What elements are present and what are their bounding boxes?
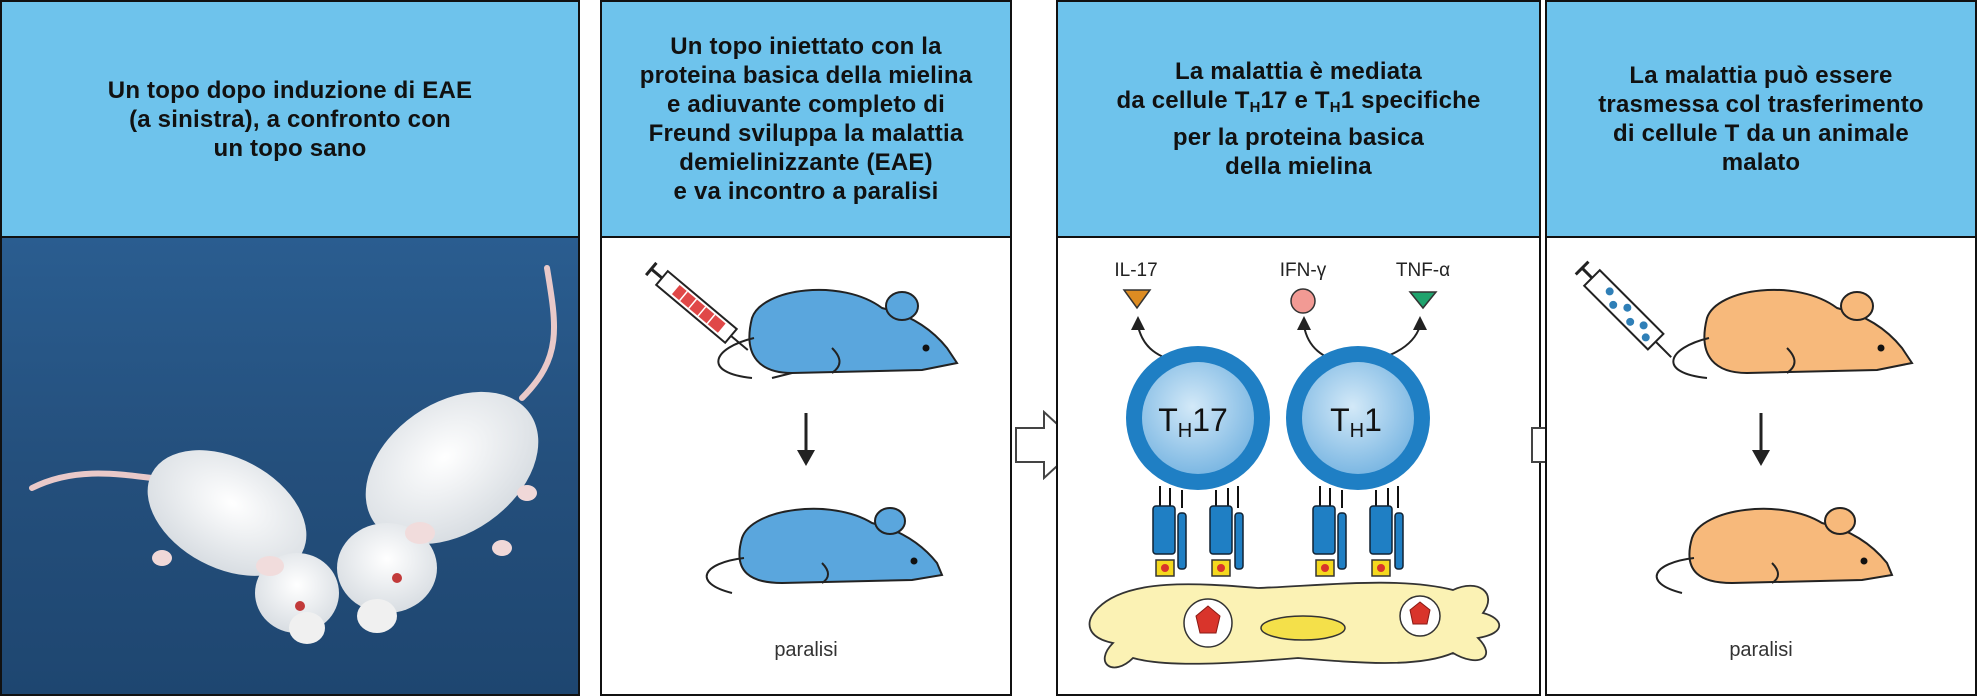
panel-transfer-title: La malattia può essere trasmessa col tra…	[1598, 62, 1924, 176]
panel-injection: Un topo iniettato con la proteina basica…	[600, 0, 1012, 696]
cytokine-il17-label: IL-17	[1114, 260, 1157, 281]
down-arrow-icon	[797, 413, 815, 466]
panel-photo-title: Un topo dopo induzione di EAE (a sinistr…	[107, 76, 473, 162]
syringe-icon	[644, 261, 749, 351]
down-arrow-icon	[1752, 413, 1770, 466]
paralisi-caption: paralisi	[774, 639, 837, 661]
il17-triangle-icon	[1122, 289, 1152, 310]
antigen-presenting-cell-icon	[1088, 581, 1500, 669]
paralisi-caption: paralisi	[1729, 639, 1792, 661]
panel-cells: La malattia è mediata da cellule TH17 e …	[1056, 0, 1541, 696]
mouse-icon	[1672, 288, 1914, 379]
healthy-mouse-photo	[337, 265, 558, 633]
mouse-icon	[1655, 507, 1894, 594]
mouse-icon	[717, 288, 959, 379]
mouse-photo	[2, 238, 578, 694]
panel-cells-title: La malattia è mediata da cellule TH17 e …	[1116, 58, 1481, 180]
panel-injection-header: Un topo iniettato con la proteina basica…	[602, 2, 1010, 238]
cytokine-tnf-label: TNF-α	[1396, 260, 1450, 281]
panel-transfer: La malattia può essere trasmessa col tra…	[1545, 0, 1977, 696]
panel-injection-title: Un topo iniettato con la proteina basica…	[639, 33, 973, 205]
panel-photo: Un topo dopo induzione di EAE (a sinistr…	[0, 0, 580, 696]
th1-cell-icon: TH1	[1286, 346, 1430, 577]
cytokine-ifn-label: IFN-γ	[1280, 260, 1327, 281]
tnf-triangle-icon	[1408, 291, 1438, 310]
th17-cell-icon: TH17	[1126, 346, 1270, 577]
panel-photo-header: Un topo dopo induzione di EAE (a sinistr…	[2, 2, 578, 238]
mouse-icon	[705, 507, 944, 594]
syringe-icon	[1574, 260, 1672, 358]
ifn-circle-icon	[1290, 288, 1316, 314]
svg-text:TH17: TH17	[1158, 402, 1228, 442]
sick-mouse-photo	[29, 450, 339, 644]
panel-transfer-header: La malattia può essere trasmessa col tra…	[1547, 2, 1975, 238]
panel-cells-header: La malattia è mediata da cellule TH17 e …	[1058, 2, 1539, 238]
svg-text:TH1: TH1	[1330, 402, 1382, 442]
